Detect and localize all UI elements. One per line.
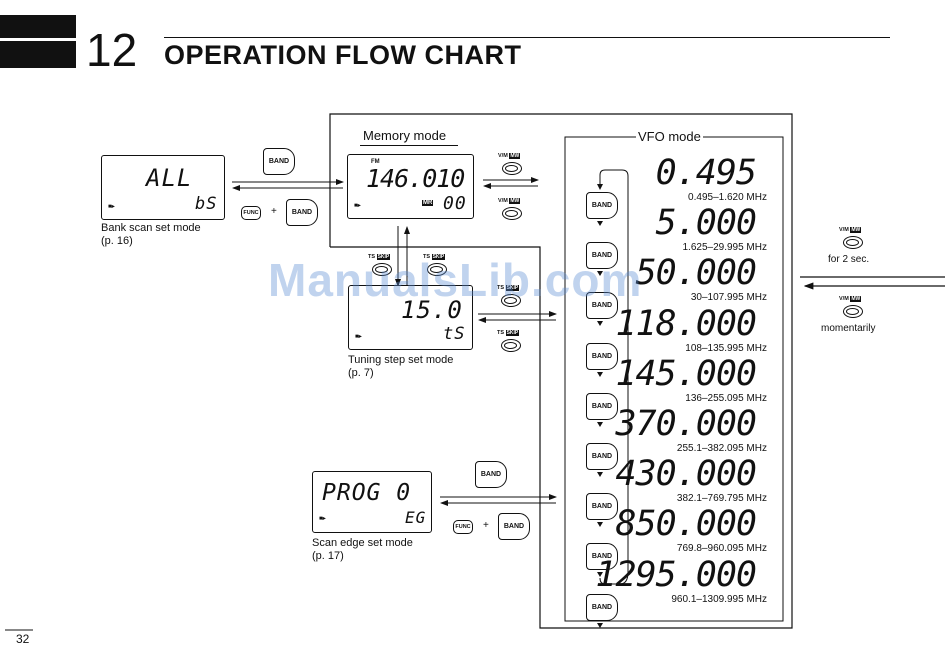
vfo-band-display: 1295.000 bbox=[595, 554, 757, 595]
vm-key-hold[interactable] bbox=[843, 236, 863, 249]
ts-key-2[interactable] bbox=[427, 263, 447, 276]
vfo-band-range: 0.495–1.620 MHz bbox=[688, 192, 767, 203]
bank-scan-caption: Bank scan set mode (p. 16) bbox=[101, 222, 201, 247]
func-key-scan-edge[interactable]: FUNC bbox=[453, 520, 473, 534]
scan-edge-sub-text: EG bbox=[405, 508, 427, 527]
vm-key-2[interactable] bbox=[502, 207, 522, 220]
vfo-band-display: 50.000 bbox=[635, 253, 757, 294]
ts-key-label-1: TS SKIP bbox=[368, 254, 391, 260]
vfo-band-key[interactable]: BAND bbox=[586, 493, 618, 521]
vfo-band-range: 136–255.095 MHz bbox=[685, 392, 767, 404]
func-key-bank[interactable]: FUNC bbox=[241, 206, 261, 220]
ts-key-label-3: TS SKIP bbox=[497, 285, 520, 291]
bank-scan-display: ALL bS ■▸ bbox=[101, 155, 225, 220]
down-arrow-icon bbox=[597, 221, 603, 226]
band-key-scan-edge[interactable]: BAND bbox=[475, 461, 507, 488]
down-arrow-icon bbox=[597, 572, 603, 578]
momentary-note: momentarily bbox=[821, 323, 876, 334]
down-arrow-icon bbox=[597, 271, 603, 277]
vfo-band-range: 769.8–960.095 MHz bbox=[676, 543, 767, 555]
vm-key-momentary[interactable] bbox=[843, 305, 863, 318]
vm-key-label-2: V/M MW bbox=[498, 198, 521, 204]
battery-icon: ■▸ bbox=[354, 203, 361, 209]
vfo-band-range: 255.1–382.095 MHz bbox=[676, 443, 767, 454]
vfo-band-display: 370.000 bbox=[615, 404, 757, 444]
tuning-step-display: 15.0 tS ■▸ bbox=[348, 285, 473, 350]
down-arrow-icon bbox=[597, 321, 603, 327]
vfo-band-range: 382.1–769.795 MHz bbox=[676, 493, 767, 505]
vfo-band-range: 1.625–29.995 MHz bbox=[682, 242, 767, 254]
vfo-band-key[interactable]: BAND bbox=[586, 443, 618, 470]
battery-icon: ■▸ bbox=[108, 204, 115, 210]
watermark: ManualsLib.com bbox=[268, 254, 643, 306]
header-bar-bottom bbox=[0, 41, 76, 68]
memory-channel: 00 bbox=[443, 193, 467, 214]
memory-frequency: 146.010 bbox=[366, 164, 465, 193]
plus-sign: + bbox=[271, 206, 277, 217]
battery-icon: ■▸ bbox=[319, 516, 326, 522]
page-title: OPERATION FLOW CHART bbox=[164, 40, 522, 70]
vfo-band-key[interactable]: BAND bbox=[586, 543, 618, 571]
plus-sign: + bbox=[483, 520, 489, 531]
vfo-mode-label: VFO mode bbox=[636, 129, 703, 144]
bank-scan-sub-text: bS bbox=[195, 194, 218, 214]
vm-key-label-momentary: V/M MW bbox=[839, 296, 862, 302]
mr-indicator: MR bbox=[422, 200, 434, 206]
tuning-step-sub-text: tS bbox=[443, 324, 466, 344]
tuning-step-main-text: 15.0 bbox=[401, 296, 463, 324]
chapter-number: 12 bbox=[86, 24, 138, 76]
header-rule bbox=[164, 37, 890, 38]
down-arrow-icon bbox=[597, 371, 603, 377]
vfo-band-range: 960.1–1309.995 MHz bbox=[671, 593, 767, 605]
vfo-band-key[interactable]: BAND bbox=[586, 292, 618, 320]
ts-key-label-2: TS SKIP bbox=[423, 254, 446, 260]
vfo-band-display: 850.000 bbox=[615, 504, 757, 545]
vfo-band-display: 118.000 bbox=[615, 303, 757, 344]
ts-key-4[interactable] bbox=[501, 339, 521, 352]
fm-indicator: FM bbox=[371, 159, 380, 165]
tuning-step-caption: Tuning step set mode (p. 7) bbox=[348, 354, 454, 379]
down-arrow-icon bbox=[597, 472, 603, 477]
vfo-band-display: 430.000 bbox=[615, 454, 757, 495]
vfo-band-range: 30–107.995 MHz bbox=[690, 292, 767, 304]
vfo-band-key[interactable]: BAND bbox=[586, 593, 618, 621]
scan-edge-caption: Scan edge set mode (p. 17) bbox=[312, 537, 413, 562]
memory-mode-label: Memory mode bbox=[361, 128, 449, 143]
down-arrow-icon bbox=[597, 622, 603, 628]
scan-edge-main-text: PROG 0 bbox=[322, 480, 412, 506]
vfo-band-key[interactable]: BAND bbox=[586, 392, 618, 420]
header-bar-top bbox=[0, 15, 76, 38]
ts-key-label-4: TS SKIP bbox=[497, 330, 520, 336]
ts-key-3[interactable] bbox=[501, 294, 521, 307]
memory-mode-underline bbox=[360, 145, 458, 146]
vm-key-1[interactable] bbox=[502, 162, 522, 175]
bank-scan-main-text: ALL bbox=[146, 164, 193, 192]
ts-key-1[interactable] bbox=[372, 263, 392, 276]
vm-key-label-hold: V/M MW bbox=[839, 227, 862, 233]
down-arrow-icon bbox=[597, 522, 603, 528]
vfo-band-display: 5.000 bbox=[655, 203, 757, 244]
vfo-band-key[interactable]: BAND bbox=[586, 242, 618, 270]
vm-key-label-1: V/M MW bbox=[498, 153, 521, 159]
vfo-band-display: 0.495 bbox=[655, 153, 757, 193]
band-key-scan-edge-combo[interactable]: BAND bbox=[498, 513, 530, 540]
vfo-band-key[interactable]: BAND bbox=[586, 192, 618, 219]
memory-display: FM 146.010 MR 00 ■▸ bbox=[347, 154, 474, 219]
battery-icon: ■▸ bbox=[355, 334, 362, 340]
vfo-band-display: 145.000 bbox=[615, 353, 757, 394]
hold-note: for 2 sec. bbox=[828, 254, 870, 265]
vfo-band-key[interactable]: BAND bbox=[586, 342, 618, 370]
band-key-bank-combo[interactable]: BAND bbox=[286, 199, 318, 226]
down-arrow-icon bbox=[597, 421, 603, 427]
page-number: 32 bbox=[16, 632, 30, 646]
scan-edge-display: PROG 0 EG ■▸ bbox=[312, 471, 432, 533]
band-key-bank[interactable]: BAND bbox=[263, 148, 295, 175]
vfo-band-range: 108–135.995 MHz bbox=[685, 342, 767, 354]
